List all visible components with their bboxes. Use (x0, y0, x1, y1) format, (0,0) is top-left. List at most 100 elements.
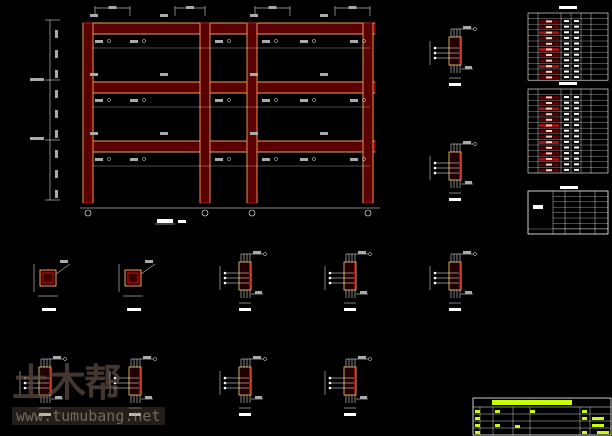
rebar-dot (433, 281, 437, 285)
column-section (33, 260, 71, 311)
table-cell (546, 158, 552, 160)
rebar-label (465, 181, 472, 184)
rebar-table-2 (527, 88, 609, 174)
axis-bubble (84, 209, 92, 217)
table-cell (546, 135, 552, 138)
frame-beam (82, 22, 376, 35)
rebar-label (465, 291, 472, 294)
title-block-text (475, 410, 480, 413)
table-cell (533, 205, 543, 209)
rebar-label (215, 40, 223, 43)
rebar-dot (223, 386, 227, 390)
column-stirrup (127, 272, 139, 284)
rebar-mark (274, 98, 278, 102)
table-cell (564, 48, 569, 51)
section-concrete (128, 366, 142, 396)
rebar-mark (473, 27, 477, 31)
frame-column (246, 22, 258, 204)
table-cell (564, 152, 569, 155)
table-cell (574, 124, 579, 127)
table-cell (546, 96, 552, 99)
rebar-mark (227, 157, 231, 161)
rebar-label (145, 260, 153, 263)
dim-text (55, 110, 58, 118)
table-title (559, 6, 577, 9)
table-cell (564, 168, 569, 171)
frame-column (362, 22, 374, 204)
axis-bubble (248, 209, 256, 217)
table-cell (546, 37, 552, 40)
rebar-label (300, 158, 308, 161)
table-cell (574, 31, 579, 34)
rebar-mark (362, 98, 366, 102)
axis-bubble (364, 209, 372, 217)
table-cell (574, 64, 579, 67)
rebar-label (262, 99, 270, 102)
table-cell (546, 31, 552, 34)
rebar-label (145, 396, 152, 399)
rebar-dot (433, 271, 437, 275)
column-stirrup (42, 272, 54, 284)
section-title (449, 308, 461, 311)
title-block-text (592, 424, 604, 427)
rebar-label (250, 132, 258, 135)
rebar-label (350, 158, 358, 161)
table-cell (574, 129, 579, 132)
rebar-dot (328, 376, 332, 380)
frame-beam (82, 140, 376, 153)
rebar-mark (368, 357, 372, 361)
table-cell (574, 25, 579, 28)
rebar-mark (227, 98, 231, 102)
dim-text (348, 6, 357, 9)
section-detail (324, 356, 372, 416)
rebar-mark (312, 157, 316, 161)
rebar-label (358, 356, 366, 359)
table-cell (564, 53, 569, 56)
rebar-dot (113, 381, 117, 385)
rebar-mark (274, 157, 278, 161)
leader (55, 263, 71, 275)
dim-text (55, 190, 58, 198)
rebar-dot (433, 166, 437, 170)
table-cell (574, 48, 579, 51)
rebar-dot (433, 46, 437, 50)
title-block-text (475, 431, 480, 434)
dim-text (55, 150, 58, 158)
rebar-label (262, 40, 270, 43)
table-cell (546, 141, 552, 144)
section-concrete (238, 261, 252, 291)
table-cell (574, 59, 579, 62)
table-title (560, 186, 578, 189)
table-cell (574, 107, 579, 110)
section-title (449, 83, 461, 86)
title-block-text (515, 425, 520, 428)
rebar-mark (153, 357, 157, 361)
table-cell (564, 124, 569, 127)
dim-text (55, 170, 58, 178)
table-cell (574, 163, 579, 166)
table-cell (546, 65, 552, 68)
rebar-label (55, 396, 62, 399)
frame-beam (82, 81, 376, 94)
rebar-mark (107, 39, 111, 43)
dim-text (108, 6, 117, 9)
section-detail (429, 26, 477, 86)
rebar-label (300, 99, 308, 102)
table-cell (546, 102, 552, 104)
table-cell (564, 135, 569, 138)
dim-text (55, 130, 58, 138)
section-concrete (448, 261, 462, 291)
title-block-text (475, 424, 480, 427)
table-cell (564, 31, 569, 34)
table-cell (574, 118, 579, 121)
rebar-label (90, 132, 98, 135)
table-cell (574, 53, 579, 56)
table-cell (546, 152, 552, 155)
title-block-text (582, 417, 587, 420)
section-title (344, 308, 356, 311)
section-detail (19, 356, 67, 416)
section-concrete (238, 366, 252, 396)
rebar-label (215, 99, 223, 102)
rebar-label (463, 26, 471, 29)
table-cell (574, 152, 579, 155)
